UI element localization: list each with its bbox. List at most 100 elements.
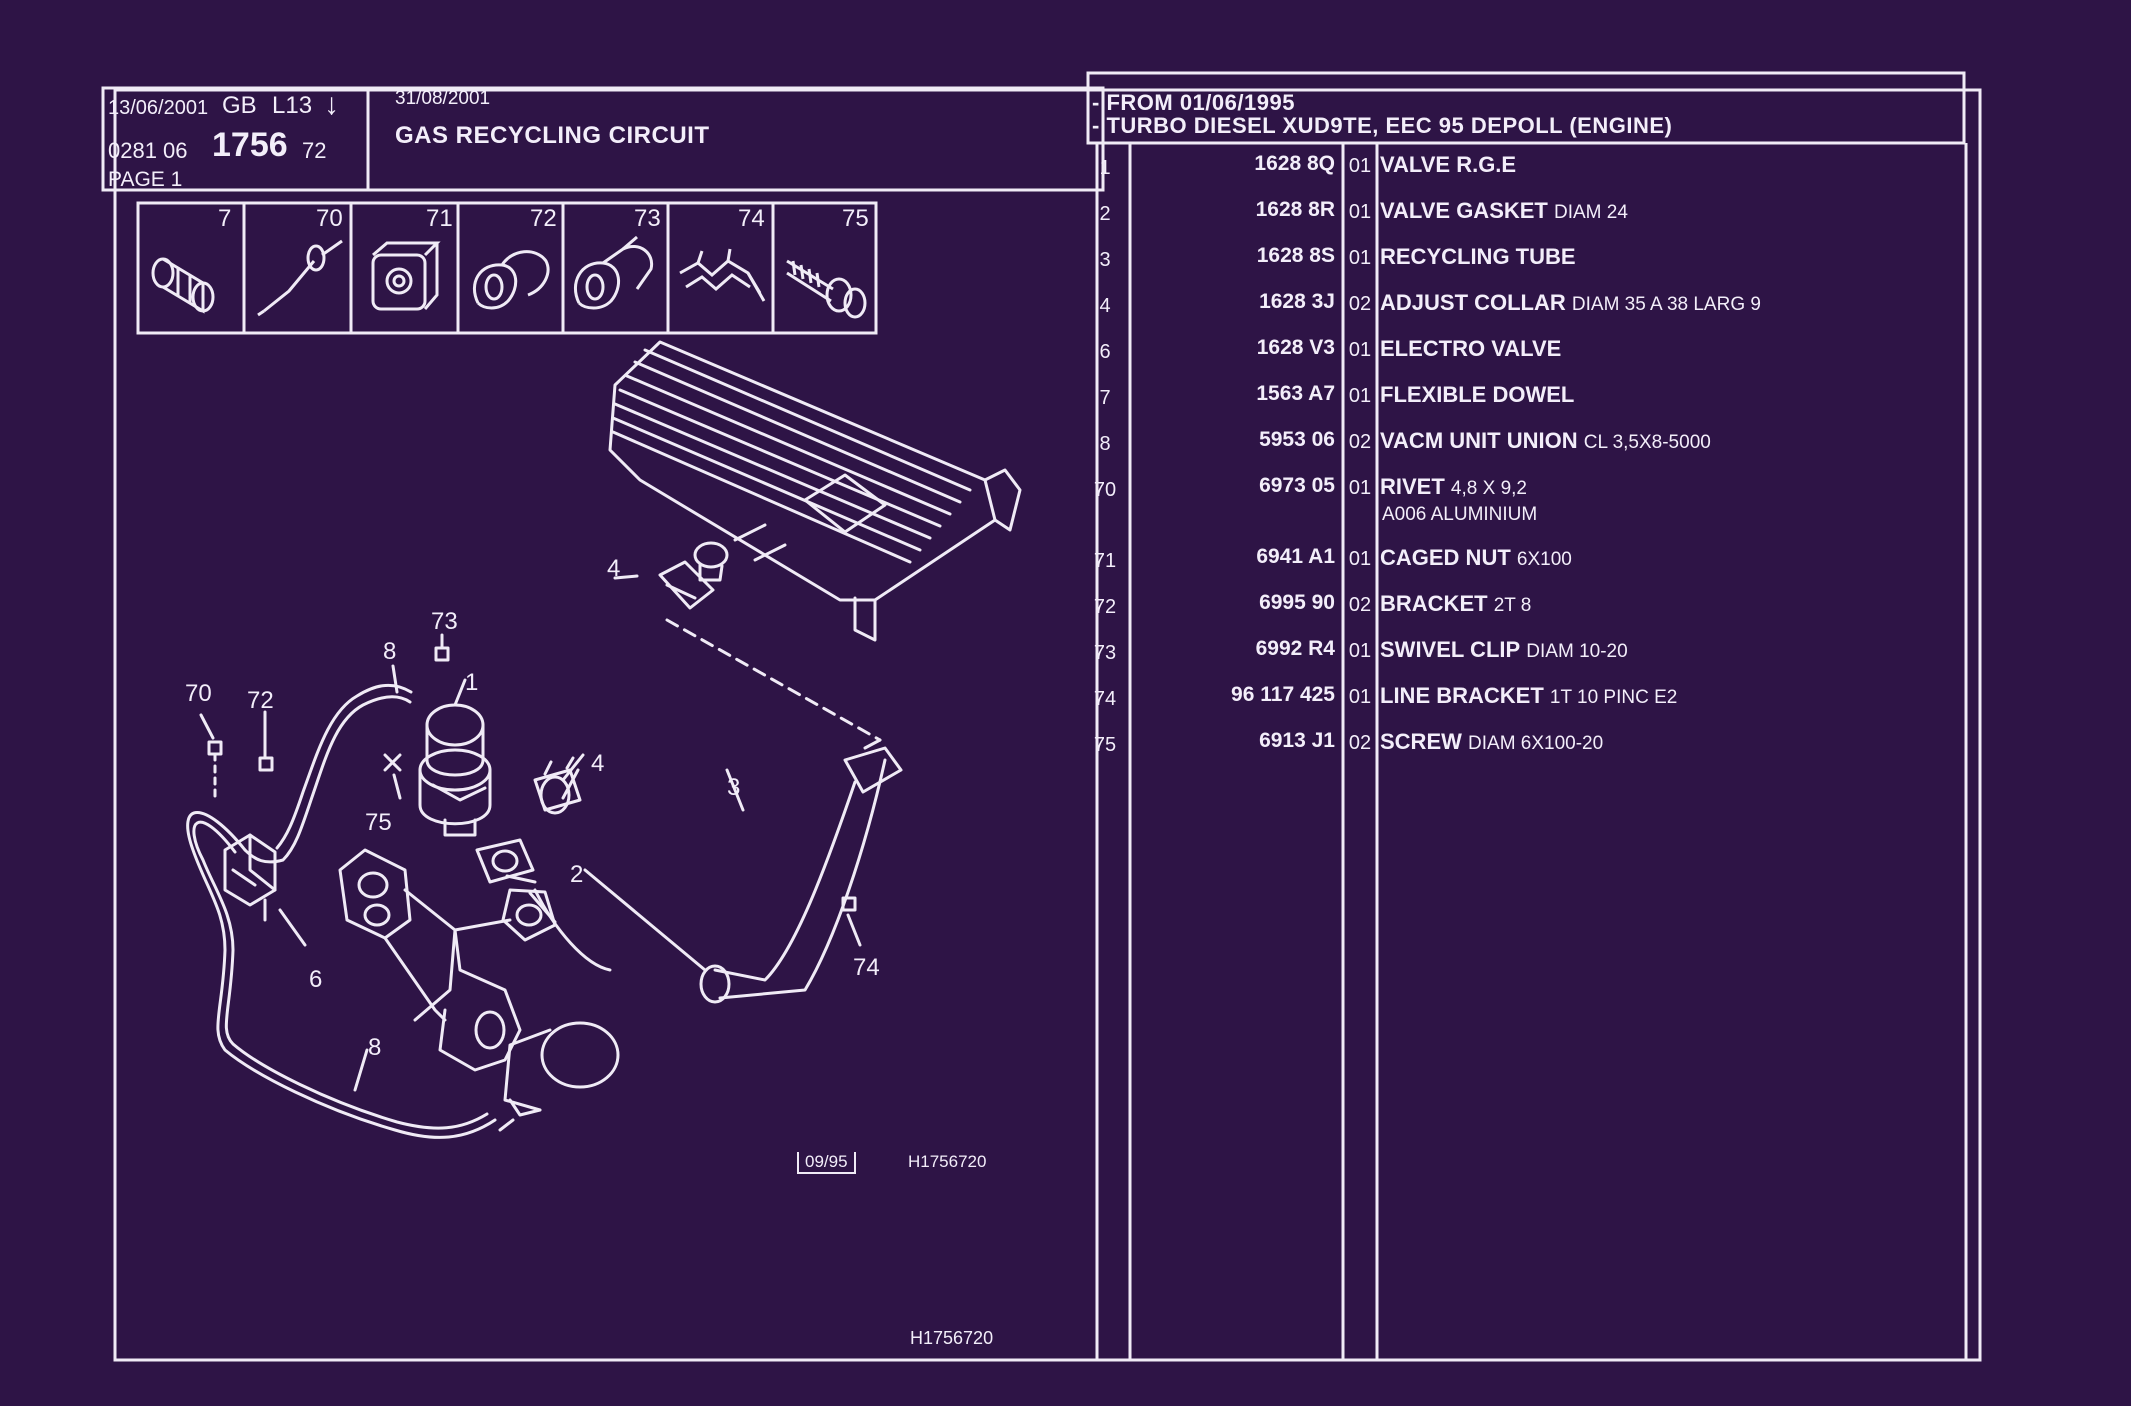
row-info: DIAM 24: [1554, 202, 1628, 223]
row-qty: 01: [1348, 385, 1372, 407]
row-desc: CAGED NUT 6X100: [1380, 545, 1572, 571]
row-ref: 1628 3J: [1259, 290, 1335, 313]
row-ref: 1628 8Q: [1254, 152, 1335, 175]
rivet-icon: [257, 239, 343, 317]
row-index: 4: [1099, 295, 1111, 317]
adjust-collar-upper: [658, 560, 715, 610]
row-desc: BRACKET 2T 8: [1380, 591, 1531, 617]
revision-stamp: 09/95: [797, 1152, 856, 1174]
row-index: 74: [1093, 688, 1117, 710]
row-qty: 01: [1348, 477, 1372, 499]
callout-70: 70: [185, 680, 212, 707]
row-name: SWIVEL CLIP: [1380, 637, 1521, 662]
row-index: 72: [1093, 596, 1117, 618]
row-name: BRACKET: [1380, 591, 1488, 616]
row-name: CAGED NUT: [1380, 545, 1511, 570]
row-index: 75: [1093, 734, 1117, 756]
thumb-label-73: 73: [634, 205, 661, 232]
ref-suffix: 72: [302, 138, 327, 163]
row-qty: 02: [1348, 431, 1372, 453]
adjust-collar-lower: [533, 756, 582, 815]
callout-74: 74: [853, 954, 880, 981]
row-desc: FLEXIBLE DOWEL: [1380, 382, 1574, 408]
row-desc: ELECTRO VALVE: [1380, 336, 1561, 362]
row-name: VALVE R.G.E: [1380, 152, 1517, 177]
screw-icon: [786, 259, 867, 319]
down-arrow-icon: ↓: [324, 88, 339, 121]
callout-2: 2: [570, 861, 583, 888]
row-desc: SCREW DIAM 6X100-20: [1380, 729, 1603, 755]
callout-1: 1: [465, 669, 478, 696]
revision-date: 31/08/2001: [395, 88, 491, 109]
row-qty: 01: [1348, 686, 1372, 708]
row-desc: RIVET 4,8 X 9,2: [1380, 474, 1527, 500]
footer-code: H1756720: [910, 1328, 994, 1348]
vacuum-hose-drawing: [186, 683, 497, 1139]
row-ref: 6992 R4: [1255, 637, 1335, 660]
vacuum-capsule-drawing: [498, 1021, 620, 1132]
row-info: CL 3,5X8-5000: [1583, 432, 1711, 453]
row-info: 2T 8: [1493, 595, 1532, 616]
issue-date: 13/06/2001: [108, 97, 209, 119]
row-ref: 6973 05: [1259, 474, 1335, 497]
valve-gasket-drawing: [475, 838, 535, 884]
row-ref: 1628 8S: [1256, 244, 1335, 267]
row-name: LINE BRACKET: [1380, 683, 1544, 708]
egr-valve-drawing: [418, 703, 492, 837]
row-qty: 02: [1348, 594, 1372, 616]
section-code: L13: [272, 92, 313, 119]
row-desc: VACM UNIT UNION CL 3,5X8-5000: [1380, 428, 1711, 454]
row-desc: VALVE GASKET DIAM 24: [1380, 198, 1628, 224]
page-title: GAS RECYCLING CIRCUIT: [395, 122, 710, 149]
row-info: DIAM 35 A 38 LARG 9: [1571, 294, 1761, 315]
thumb-label-7: 7: [218, 205, 232, 232]
bracket-clip-icon: [472, 250, 550, 310]
row-ref: 1563 A7: [1256, 382, 1335, 405]
swivel-clip-icon: [573, 235, 654, 310]
row-info: DIAM 10-20: [1526, 641, 1628, 662]
row-ref: 6995 90: [1259, 591, 1335, 614]
thumb-label-72: 72: [530, 205, 557, 232]
thumb-label-74: 74: [738, 205, 765, 232]
applicability-engine: - TURBO DIESEL XUD9TE, EEC 95 DEPOLL (EN…: [1092, 113, 1673, 138]
row-name: VACM UNIT UNION: [1380, 428, 1578, 453]
intake-manifold-drawing: [608, 340, 1022, 642]
row-qty: 01: [1348, 640, 1372, 662]
row-index: 70: [1093, 479, 1117, 501]
electro-valve-drawing: [223, 833, 277, 922]
row-index: 73: [1093, 642, 1117, 664]
ref-main: 1756: [212, 126, 288, 164]
row-name: FLEXIBLE DOWEL: [1380, 382, 1575, 407]
callout-72: 72: [247, 687, 274, 714]
row-desc: RECYCLING TUBE: [1380, 244, 1576, 270]
caged-nut-icon: [371, 241, 441, 311]
bracket-marker: [258, 756, 274, 772]
thumb-label-71: 71: [426, 205, 453, 232]
line-bracket-icon: [679, 248, 766, 302]
row-name: VALVE GASKET: [1380, 198, 1548, 223]
callout-3: 3: [727, 774, 740, 801]
callout-8-upper: 8: [383, 638, 396, 665]
exploded-diagram: 4 73 8 1 70 72 75 4 3 2 6 74 8: [185, 340, 1022, 1139]
row-ref: 6941 A1: [1256, 545, 1335, 568]
row-name: ELECTRO VALVE: [1380, 336, 1562, 361]
ref-prefix: 0281 06: [108, 138, 188, 163]
row-qty: 01: [1348, 155, 1372, 177]
callout-8-lower: 8: [368, 1034, 381, 1061]
row-index: 71: [1093, 550, 1117, 572]
row-index: 6: [1099, 341, 1111, 363]
row-name: SCREW: [1380, 729, 1462, 754]
applicability-from: - FROM 01/06/1995: [1092, 90, 1295, 115]
diagram-code: H1756720: [908, 1152, 987, 1171]
thumb-label-70: 70: [316, 205, 343, 232]
row-ref: 5953 06: [1259, 428, 1335, 451]
country-code: GB: [222, 92, 257, 119]
row-qty: 01: [1348, 339, 1372, 361]
row-qty: 01: [1348, 201, 1372, 223]
row-info-2: A006 ALUMINIUM: [1382, 504, 1538, 525]
row-info: DIAM 6X100-20: [1468, 733, 1604, 754]
row-name: ADJUST COLLAR: [1380, 290, 1566, 315]
row-index: 1: [1099, 157, 1111, 179]
